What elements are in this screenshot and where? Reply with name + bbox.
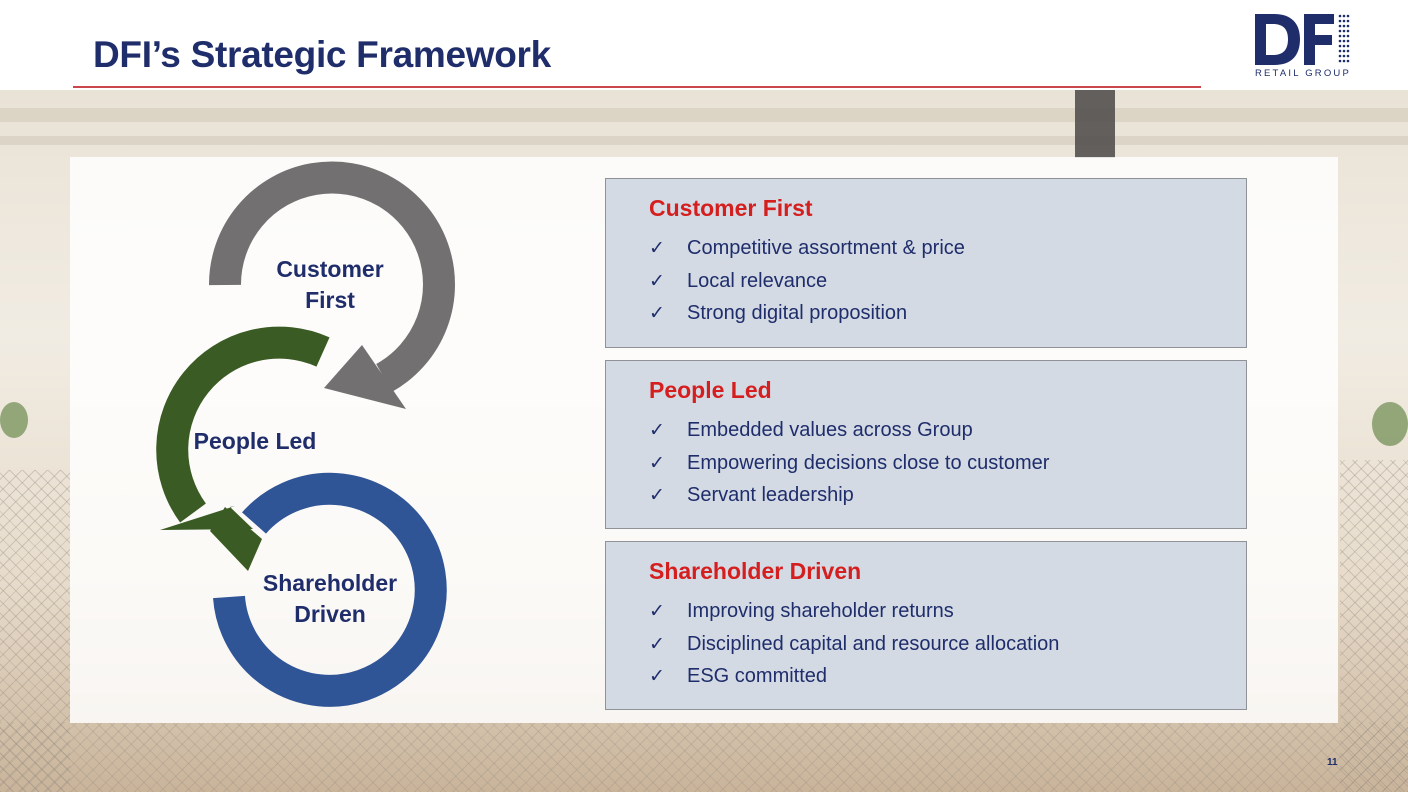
list-item-text: Servant leadership — [687, 484, 854, 506]
list-item-text: Strong digital proposition — [687, 302, 908, 324]
ceiling-beam — [0, 108, 1408, 122]
ceiling-beam — [0, 136, 1408, 145]
cycle-label-line: Shareholder — [262, 570, 398, 596]
pillar-title: People Led — [649, 377, 772, 403]
cycle-label-line: First — [305, 287, 355, 313]
cycle-label-people-led: People Led — [180, 426, 330, 457]
check-icon: ✓ — [649, 633, 665, 655]
cycle-label-line: Customer — [276, 256, 384, 282]
list-item: ✓ Embedded values across Group — [649, 419, 1049, 452]
pillar-box-shareholder-driven: Shareholder Driven ✓ Improving shareholde… — [605, 541, 1247, 710]
check-icon: ✓ — [649, 238, 665, 259]
customer-first-arc — [208, 161, 455, 392]
plant — [0, 402, 28, 438]
pillar-list: ✓ Competitive assortment & price ✓ Local r… — [649, 237, 965, 335]
dfi-logo-icon: RETAIL GROUP — [1252, 12, 1354, 82]
title-divider — [73, 86, 1201, 88]
list-item: ✓ Local relevance — [649, 270, 965, 303]
check-icon: ✓ — [649, 303, 665, 324]
list-item-text: Empowering decisions close to customer — [687, 451, 1050, 474]
list-item: ✓ Strong digital proposition — [649, 302, 965, 335]
pillar-list: ✓ Improving shareholder returns ✓ Discipli… — [649, 600, 1059, 698]
list-item-text: Local relevance — [687, 269, 828, 292]
list-item-text: Embedded values across Group — [687, 419, 973, 441]
list-item: ✓ Competitive assortment & price — [649, 237, 965, 270]
framework-cycle-diagram — [156, 161, 455, 707]
dfi-logo-mark — [1255, 14, 1350, 65]
shareholder-driven-arc — [213, 472, 447, 707]
pillar-list: ✓ Embedded values across Group ✓ Empowerin… — [649, 419, 1049, 517]
mesh-shelf-left — [0, 470, 70, 792]
list-item-text: Disciplined capital and resource allocat… — [687, 632, 1060, 655]
mesh-shelf-right — [1340, 460, 1408, 792]
cycle-label-line: Driven — [294, 601, 366, 627]
check-icon: ✓ — [649, 452, 665, 474]
list-item: ✓ Improving shareholder returns — [649, 600, 1059, 633]
list-item: ✓ Disciplined capital and resource alloca… — [649, 633, 1059, 666]
check-icon: ✓ — [649, 666, 665, 687]
check-icon: ✓ — [649, 420, 665, 441]
plant — [1372, 402, 1408, 446]
pillar-title: Shareholder Driven — [649, 558, 862, 584]
customer-first-arrowhead — [324, 345, 406, 409]
pillar-box-people-led: People Led ✓ Embedded values across Group… — [605, 360, 1247, 529]
list-item: ✓ Servant leadership — [649, 484, 1049, 517]
list-item-text: Competitive assortment & price — [687, 237, 965, 259]
logo-subtitle: RETAIL GROUP — [1254, 68, 1352, 79]
cycle-label-shareholder-driven: Shareholder Driven — [250, 568, 410, 630]
slide-title: DFI’s Strategic Framework — [93, 34, 551, 75]
pillar-title: Customer First — [649, 195, 813, 221]
slide-header: DFI’s Strategic Framework RETAIL GROUP — [0, 0, 1408, 90]
check-icon: ✓ — [649, 270, 665, 292]
check-icon: ✓ — [649, 485, 665, 506]
people-led-arc — [156, 326, 330, 523]
page-number: 11 — [1327, 757, 1338, 768]
cycle-label-customer-first: Customer First — [255, 254, 405, 316]
list-item-text: Improving shareholder returns — [687, 600, 954, 622]
ceiling-screen — [1075, 90, 1115, 158]
mesh-shelf-bottom — [0, 722, 1408, 792]
people-led-arrowhead-tip — [210, 507, 262, 571]
list-item: ✓ ESG committed — [649, 665, 1059, 698]
list-item-text: ESG committed — [687, 665, 828, 687]
list-item: ✓ Empowering decisions close to customer — [649, 452, 1049, 485]
cycle-label-line: People Led — [193, 428, 317, 454]
pillar-box-customer-first: Customer First ✓ Competitive assortment &… — [605, 178, 1247, 348]
check-icon: ✓ — [649, 601, 665, 622]
